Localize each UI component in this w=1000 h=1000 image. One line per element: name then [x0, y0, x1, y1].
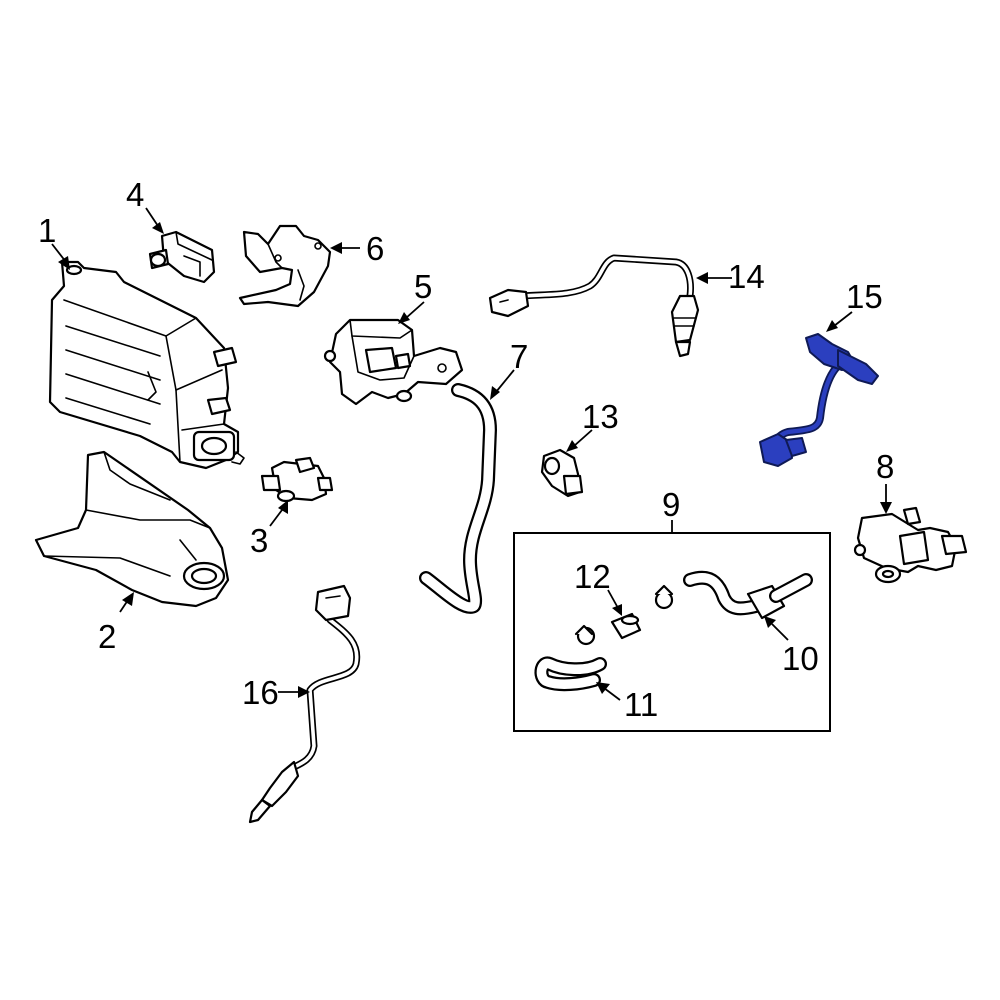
part-8-valve — [853, 506, 968, 584]
part-12-connector — [574, 584, 674, 646]
callout-1: 1 — [38, 212, 56, 249]
group-9-frame — [513, 532, 831, 732]
part-3-valve — [260, 456, 334, 503]
part-6-bracket — [238, 224, 332, 308]
callout-5: 5 — [414, 268, 432, 305]
callout-12: 12 — [574, 558, 611, 595]
callout-8: 8 — [876, 448, 894, 485]
callout-2: 2 — [98, 618, 116, 655]
part-4-sensor — [148, 230, 216, 284]
part-10-hose — [683, 570, 813, 620]
callout-11: 11 — [624, 686, 658, 723]
callout-14: 14 — [728, 258, 765, 295]
callout-16: 16 — [242, 674, 279, 711]
callout-3: 3 — [250, 522, 268, 559]
callout-4: 4 — [126, 176, 144, 213]
leader-lines — [51, 207, 892, 701]
callouts: 1 2 3 4 5 6 7 8 9 10 11 12 13 14 15 16 — [38, 176, 894, 723]
callout-15: 15 — [846, 278, 883, 315]
callout-13: 13 — [582, 398, 619, 435]
callout-6: 6 — [366, 230, 384, 267]
part-16-o2-sensor — [248, 584, 361, 824]
part-11-hose — [534, 656, 607, 692]
part-7-hose — [419, 383, 497, 614]
part-2-shield — [34, 450, 230, 608]
callout-7: 7 — [510, 338, 528, 375]
part-14-o2-sensor — [488, 254, 700, 358]
part-1-canister — [48, 260, 245, 470]
callout-9: 9 — [662, 486, 680, 523]
part-5-solenoid — [323, 318, 464, 406]
part-15-o2-sensor-highlighted — [759, 333, 879, 467]
callout-10: 10 — [782, 640, 819, 677]
part-13-sensor — [540, 448, 584, 498]
